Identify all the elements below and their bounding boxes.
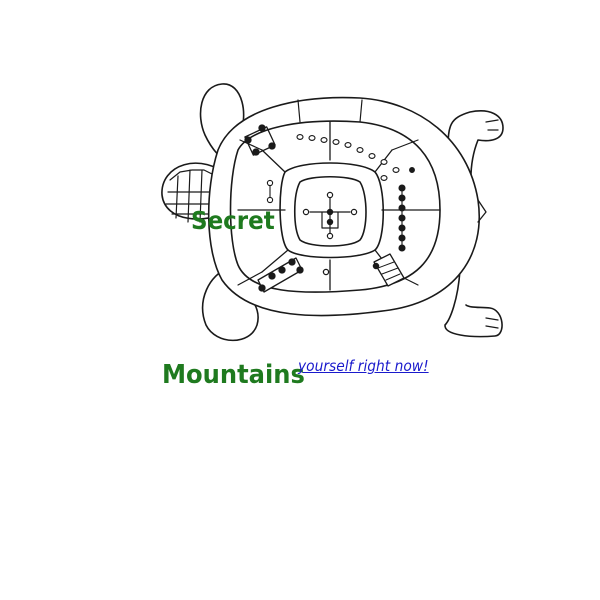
corner-box-bottom-right (372, 253, 405, 287)
left-markers (266, 179, 274, 204)
title-secret: Secret (191, 206, 275, 235)
corner-box-top-left (244, 124, 276, 156)
corner-box-bottom-left (257, 257, 330, 293)
title-mountains: Mountains (162, 360, 305, 390)
flipper-bottom-right (444, 269, 503, 338)
center-diagram (302, 191, 358, 240)
dot-column-right (398, 184, 406, 252)
dot-row-top (296, 134, 415, 181)
yourself-link[interactable]: yourself right now! (298, 357, 429, 375)
